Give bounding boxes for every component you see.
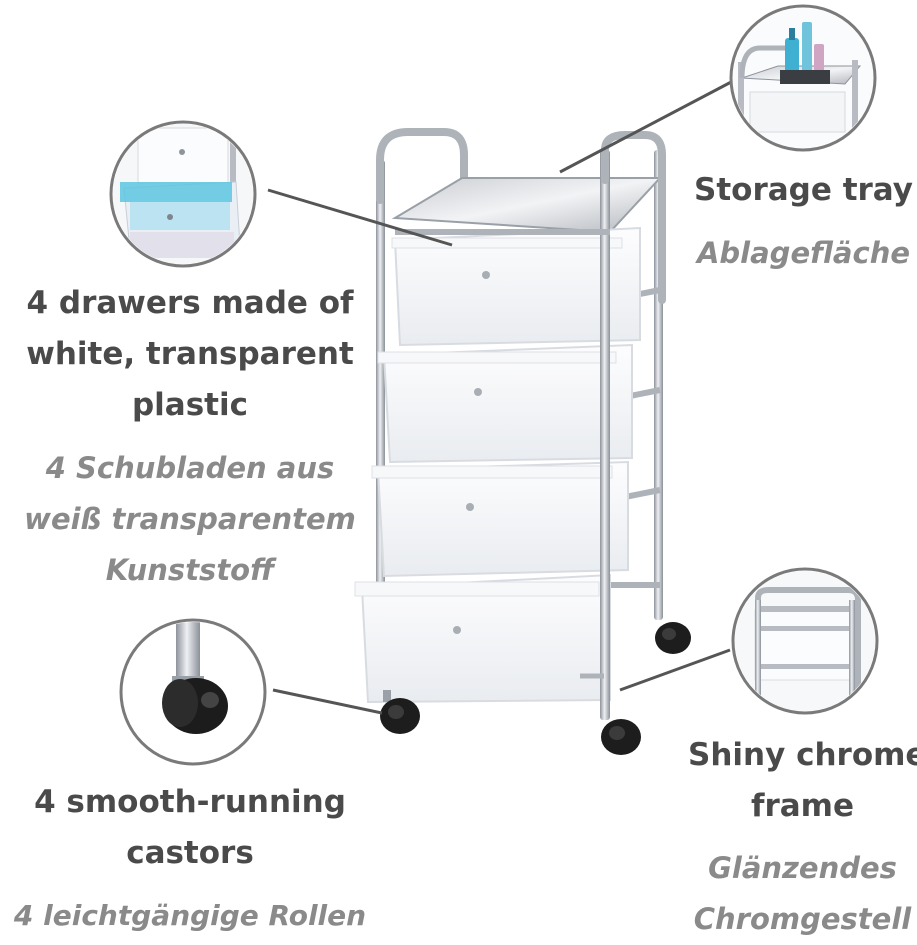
castors-callout-line [272,688,383,715]
drawer-trolley [354,128,691,755]
drawer-4 [354,573,611,704]
drawers-subtitle-line-3: Kunststoff [105,553,275,587]
drawer-2 [377,343,633,464]
castors-title-line-1: 4 smooth-running [34,784,346,820]
frame-callout-line [619,648,731,692]
frame-subtitle-line-1: Glänzendes [708,851,897,885]
castor-wheel-icon [119,618,267,766]
tray-title: Storage tray [690,165,917,216]
storage-tray-closeup-icon [729,4,877,152]
frame-title: Shiny chrome frame [688,730,917,832]
drawers-title-line-2: white, transparent [26,336,354,372]
frame-subtitle-line-2: Chromgestell [693,902,912,936]
drawer-closeup-icon [109,120,257,268]
drawers-subtitle-line-1: 4 Schubladen aus [45,451,335,485]
drawers-subtitle-line-2: weiß transparentem [24,502,356,536]
frame-subtitle: Glänzendes Chromgestell [688,843,917,945]
drawers-title: 4 drawers made of white, transparent pla… [10,278,370,431]
tray-callout-line [559,78,736,174]
drawers-title-line-1: 4 drawers made of [26,285,354,321]
castors-subtitle: 4 leichtgängige Rollen [0,890,380,941]
castor-front-left [380,690,420,734]
castors-title-line-2: castors [126,835,254,871]
castors-subtitle-line-1: 4 leichtgängige Rollen [13,899,367,932]
castor-front-right [601,719,641,755]
tray-subtitle-line-1: Ablagefläche [696,236,911,270]
drawers-subtitle: 4 Schubladen aus weiß transparentem Kuns… [10,443,370,596]
frame-title-line-2: frame [750,788,855,824]
frame-title-line-1: Shiny chrome [688,737,917,773]
castors-title: 4 smooth-running castors [5,777,375,879]
drawers-title-line-3: plastic [131,387,248,423]
drawer-3 [371,460,629,578]
chrome-frame-closeup-icon [731,567,879,715]
tray-subtitle: Ablagefläche [690,228,917,279]
drawers-callout-line [267,188,453,247]
tray-title-line-1: Storage tray [694,172,913,208]
castor-back-right [655,622,691,654]
